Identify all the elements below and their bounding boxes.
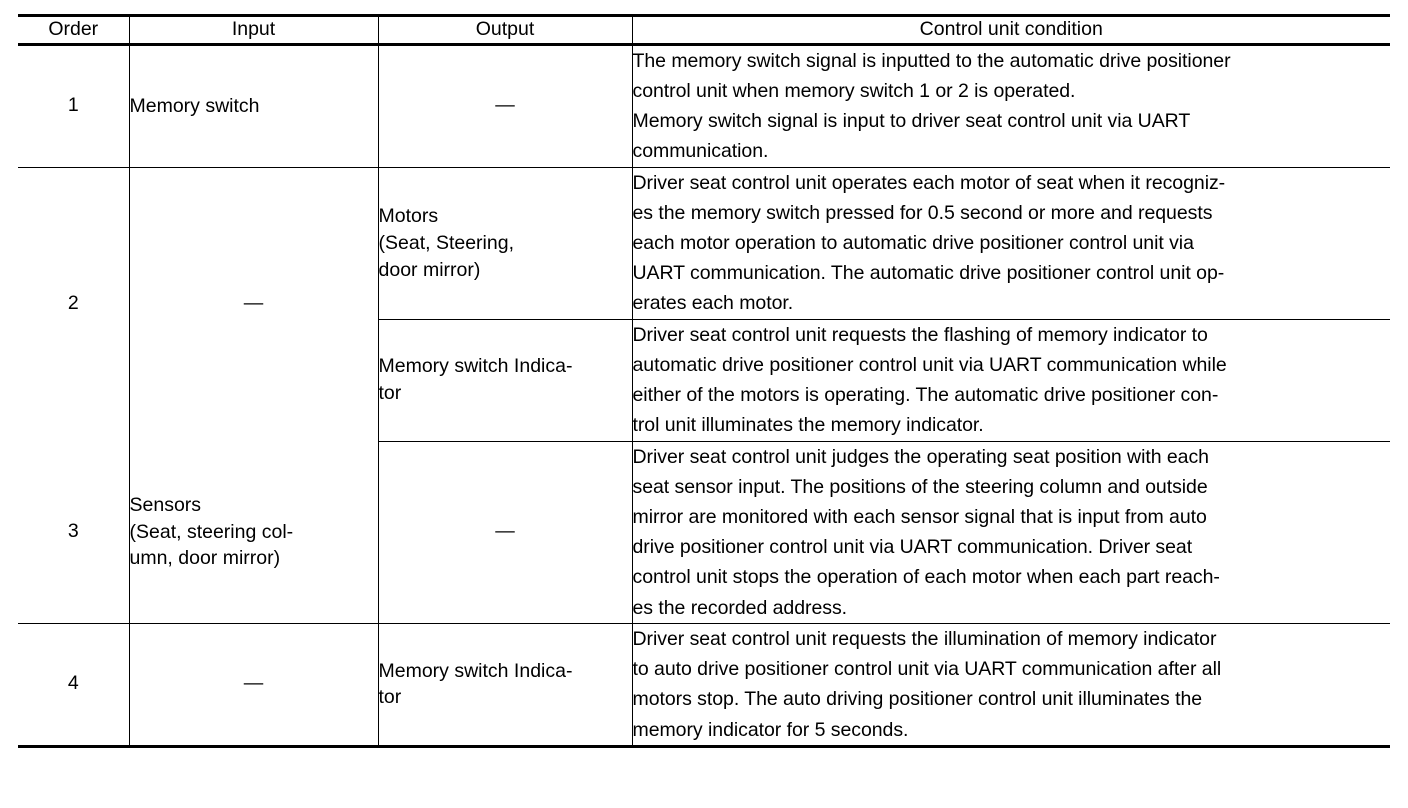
table-body: 1 Memory switch — The memory switch sign… — [18, 44, 1390, 748]
cell-order: 3 — [18, 441, 130, 624]
control-unit-condition-table: Order Input Output Control unit conditio… — [18, 14, 1390, 748]
table-row: Memory switch Indica- tor Driver seat co… — [18, 319, 1390, 442]
cell-output: Motors (Seat, Steering, door mirror) — [377, 167, 633, 320]
output-text: Motors (Seat, Steering, door mirror) — [378, 205, 515, 281]
cell-condition: The memory switch signal is inputted to … — [631, 44, 1390, 168]
table-header-row: Order Input Output Control unit conditio… — [18, 14, 1390, 46]
condition-text: Driver seat control unit operates each m… — [632, 171, 1226, 315]
header-control-unit-condition: Control unit condition — [631, 14, 1390, 46]
input-dash: — — [243, 672, 264, 695]
input-dash: — — [243, 292, 264, 315]
cell-input: — — [128, 167, 379, 442]
cell-order: 2 — [18, 167, 130, 442]
cell-condition: Driver seat control unit operates each m… — [631, 167, 1390, 320]
output-text: Memory switch Indica- tor — [378, 355, 573, 405]
cell-output: Memory switch Indica- tor — [377, 623, 633, 748]
header-order: Order — [18, 14, 130, 46]
input-text: Sensors (Seat, steering col- umn, door m… — [129, 493, 294, 570]
output-dash: — — [495, 520, 515, 543]
header-output: Output — [377, 14, 633, 46]
header-input: Input — [128, 14, 379, 46]
input-text: Memory switch — [129, 94, 260, 117]
cell-order: 1 — [18, 44, 130, 168]
cell-input: Memory switch — [128, 44, 379, 168]
condition-text: The memory switch signal is inputted to … — [632, 49, 1231, 163]
table-row: 2 — Motors (Seat, Steering, door mirror)… — [18, 167, 1390, 442]
cell-output: — — [377, 44, 633, 168]
output-dash: — — [495, 94, 515, 117]
cell-condition: Driver seat control unit requests the fl… — [631, 319, 1390, 442]
cell-output: — — [377, 441, 633, 624]
table-header: Order Input Output Control unit conditio… — [18, 14, 1390, 46]
table-container: Order Input Output Control unit conditio… — [18, 14, 1390, 748]
table-row: 4 — Memory switch Indica- tor Driver sea… — [18, 623, 1390, 748]
table-row: 3 Sensors (Seat, steering col- umn, door… — [18, 441, 1390, 624]
condition-text: Driver seat control unit requests the fl… — [632, 323, 1227, 437]
cell-output: Memory switch Indica- tor — [378, 319, 633, 442]
cell-input: — — [128, 623, 379, 748]
cell-order: 4 — [18, 623, 130, 748]
cell-condition: Driver seat control unit judges the oper… — [631, 441, 1390, 624]
cell-condition: Driver seat control unit requests the il… — [631, 623, 1390, 748]
output-text: Memory switch Indica- tor — [378, 659, 573, 709]
cell-input: Sensors (Seat, steering col- umn, door m… — [128, 441, 379, 624]
condition-text: Driver seat control unit requests the il… — [632, 627, 1222, 741]
table-row: 1 Memory switch — The memory switch sign… — [18, 44, 1390, 168]
condition-text: Driver seat control unit judges the oper… — [632, 445, 1220, 619]
